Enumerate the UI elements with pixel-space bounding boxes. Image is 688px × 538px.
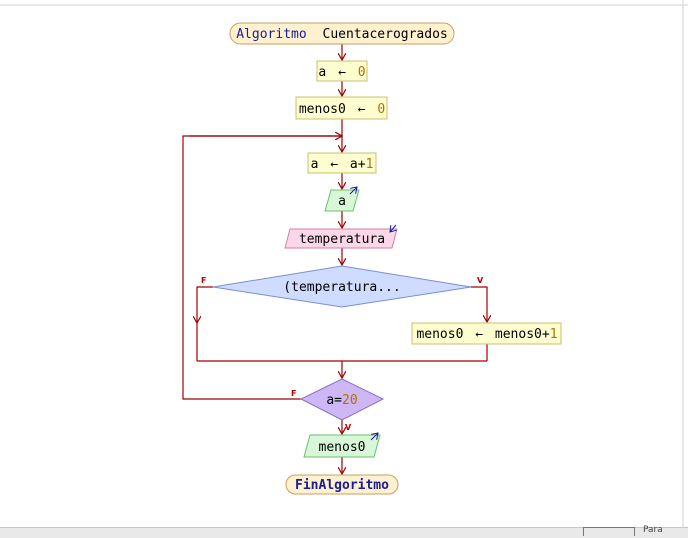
algorithm-name: Cuentacerogrados — [323, 27, 448, 42]
assign-expr-num: 1 — [366, 157, 374, 172]
assign-arrow: ← — [475, 327, 483, 342]
decision-node[interactable]: (temperatura... — [212, 265, 472, 308]
output-a-node[interactable]: a — [324, 187, 360, 212]
flow-edges — [182, 44, 487, 474]
assign-var: menos0 — [299, 102, 346, 117]
svg-text:a=20: a=20 — [326, 393, 357, 408]
loop-condition-var: a= — [326, 393, 342, 408]
toolbar-icon[interactable] — [583, 527, 635, 536]
input-arrow-icon — [390, 224, 396, 232]
assign-expr: a+ — [350, 157, 366, 172]
output-menos0-label: menos0 — [319, 440, 366, 455]
assign-expr-num: 1 — [550, 327, 558, 342]
svg-text:Algoritmo Cuentacerograd: Algoritmo Cuentacerogrados — [236, 27, 448, 42]
start-keyword: Algoritmo — [236, 27, 306, 42]
assign-menos0-init-node[interactable]: menos0 ← 0 — [295, 96, 388, 120]
end-keyword: FinAlgoritmo — [295, 478, 389, 493]
loop-false-label: F — [291, 389, 296, 398]
output-arrow-icon — [349, 187, 357, 195]
loop-true-label: V — [345, 423, 352, 432]
assign-menos0-incr-node[interactable]: menos0 ← menos0+1 — [411, 322, 562, 345]
assign-arrow: ← — [330, 157, 338, 172]
end-node[interactable]: FinAlgoritmo — [285, 474, 399, 495]
svg-text:a ← a+1: a ← a+1 — [311, 157, 374, 172]
assign-a-incr-node[interactable]: a ← a+1 — [307, 152, 377, 174]
assign-arrow: ← — [358, 102, 366, 117]
assign-value: 0 — [377, 102, 385, 117]
assign-var: menos0 — [416, 327, 463, 342]
output-arrow-icon — [370, 433, 378, 441]
status-hint: Para — [643, 525, 663, 535]
status-bar — [0, 527, 688, 538]
decision-condition: (temperatura... — [283, 280, 400, 295]
assign-var: a — [318, 65, 326, 80]
decision-false-label: F — [201, 276, 206, 285]
svg-text:a ← 0: a ← 0 — [318, 65, 365, 80]
output-menos0-node[interactable]: menos0 — [303, 433, 381, 458]
svg-text:menos0 ← 0: menos0 ← 0 — [299, 102, 385, 117]
assign-expr: menos0+ — [495, 327, 550, 342]
assign-a-init-node[interactable]: a ← 0 — [316, 60, 368, 82]
assign-arrow: ← — [338, 65, 346, 80]
output-a-label: a — [338, 194, 346, 209]
svg-text:menos0 ← menos0+1: menos0 ← menos0+1 — [416, 327, 557, 342]
loop-condition-node[interactable]: a=20 — [299, 378, 385, 421]
loop-condition-num: 20 — [342, 393, 358, 408]
assign-value: 0 — [358, 65, 366, 80]
start-node[interactable]: Algoritmo Cuentacerogrados — [229, 22, 455, 45]
input-temperatura-label: temperatura — [299, 232, 385, 247]
decision-true-label: V — [477, 276, 484, 285]
input-temperatura-node[interactable]: temperatura — [284, 224, 398, 249]
assign-var: a — [311, 157, 319, 172]
